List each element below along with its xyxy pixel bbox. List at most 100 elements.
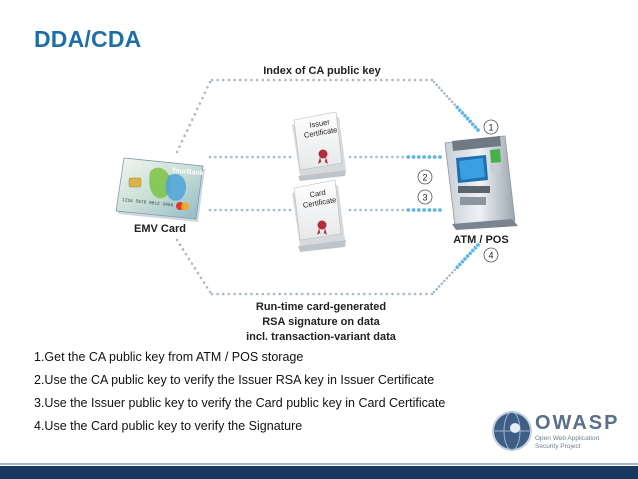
path-dot — [430, 292, 434, 296]
issuer-line-left — [208, 155, 292, 159]
path-dot — [198, 102, 202, 105]
issuer-seal-icon — [318, 149, 328, 159]
path-dot — [251, 155, 254, 159]
step-3-text: 3.Use the Issuer public key to verify th… — [34, 396, 446, 410]
path-dot — [180, 139, 184, 143]
path-dot — [244, 292, 248, 296]
path-dot — [430, 78, 434, 82]
path-dot — [262, 208, 265, 212]
path-dot — [435, 83, 438, 87]
path-dot — [445, 94, 449, 98]
path-dot — [380, 208, 384, 212]
steps-list: 1.Get the CA public key from ATM / POS s… — [34, 349, 445, 441]
path-dot — [416, 207, 422, 213]
path-dot — [246, 155, 249, 159]
path-dot — [391, 155, 394, 159]
path-dot — [425, 78, 428, 82]
path-dot — [411, 207, 417, 213]
path-dot — [396, 208, 399, 212]
signature-label-line2: RSA signature on data — [262, 316, 380, 328]
emv-card-image: YourBank 1234 5678 9012 3456 — [115, 157, 205, 222]
path-dot — [432, 80, 436, 84]
path-dot — [348, 208, 352, 212]
path-dot — [435, 287, 438, 291]
path-dot — [289, 78, 293, 82]
path-dot — [190, 262, 194, 265]
path-dot — [340, 292, 344, 296]
path-dot — [425, 292, 428, 296]
path-dot — [187, 257, 191, 261]
path-dot — [193, 113, 197, 116]
svg-text:3: 3 — [422, 193, 427, 203]
path-dot — [246, 208, 249, 212]
path-dot — [411, 154, 417, 160]
path-dot — [445, 276, 449, 280]
card-bank-name: YourBank — [171, 167, 204, 177]
path-dot — [401, 155, 405, 159]
card-certificate: Card Certificate — [292, 179, 346, 252]
path-dot — [227, 78, 231, 82]
owasp-logo: OWASP Open Web Application Security Proj… — [491, 408, 617, 458]
signature-label-line3: incl. transaction-variant data — [246, 331, 397, 343]
path-dot — [353, 155, 357, 159]
path-dot — [283, 208, 286, 212]
path-dot — [214, 155, 217, 159]
path-dot — [289, 292, 293, 296]
card-cert-line1: Card — [309, 188, 327, 200]
path-dot — [300, 78, 304, 82]
path-dot — [385, 292, 389, 296]
svg-text:1: 1 — [488, 123, 493, 133]
path-dot — [221, 292, 225, 296]
path-dot — [405, 154, 411, 160]
path-dot — [267, 208, 270, 212]
path-dot — [288, 208, 292, 212]
slide-title: DDA/CDA — [34, 26, 142, 52]
issuer-certificate: Issuer Certificate — [292, 111, 346, 181]
path-dot — [184, 252, 188, 256]
path-dot — [408, 78, 411, 82]
path-dot — [278, 78, 281, 82]
path-dot — [255, 292, 259, 296]
emv-card-caption: EMV Card — [134, 223, 186, 235]
path-dot — [334, 292, 338, 296]
path-dot — [368, 292, 372, 296]
path-dot — [244, 78, 248, 82]
path-dot — [379, 78, 383, 82]
path-dot — [317, 292, 321, 296]
path-dot — [440, 282, 444, 286]
path-dot — [278, 155, 281, 159]
path-dot — [437, 154, 443, 160]
path-dot — [240, 155, 244, 159]
path-dot — [359, 208, 362, 212]
footer-bar — [0, 466, 638, 479]
path-dot — [238, 78, 242, 82]
path-dot — [284, 78, 287, 82]
path-dot — [312, 292, 315, 296]
path-dot — [288, 155, 292, 159]
atm-pos-caption: ATM / POS — [453, 234, 508, 246]
path-dot — [391, 292, 394, 296]
path-dot — [181, 248, 185, 251]
path-dot — [346, 292, 349, 296]
path-dot — [196, 107, 199, 111]
path-dot — [208, 208, 212, 212]
path-dot — [235, 155, 238, 159]
path-dot — [251, 208, 254, 212]
issuer-cert-line1: Issuer — [309, 117, 331, 129]
step-marker-4: 4 — [483, 247, 499, 263]
path-dot — [432, 290, 436, 294]
path-dot — [219, 155, 222, 159]
path-dot — [475, 242, 481, 248]
path-dot — [175, 150, 179, 154]
path-dot — [379, 292, 383, 296]
path-dot — [413, 292, 417, 296]
path-dot — [202, 281, 206, 284]
path-dot — [272, 292, 276, 296]
path-dot — [284, 292, 287, 296]
path-dot — [374, 78, 377, 82]
path-dot — [208, 290, 212, 294]
path-dot — [380, 155, 384, 159]
path-dot — [256, 208, 260, 212]
